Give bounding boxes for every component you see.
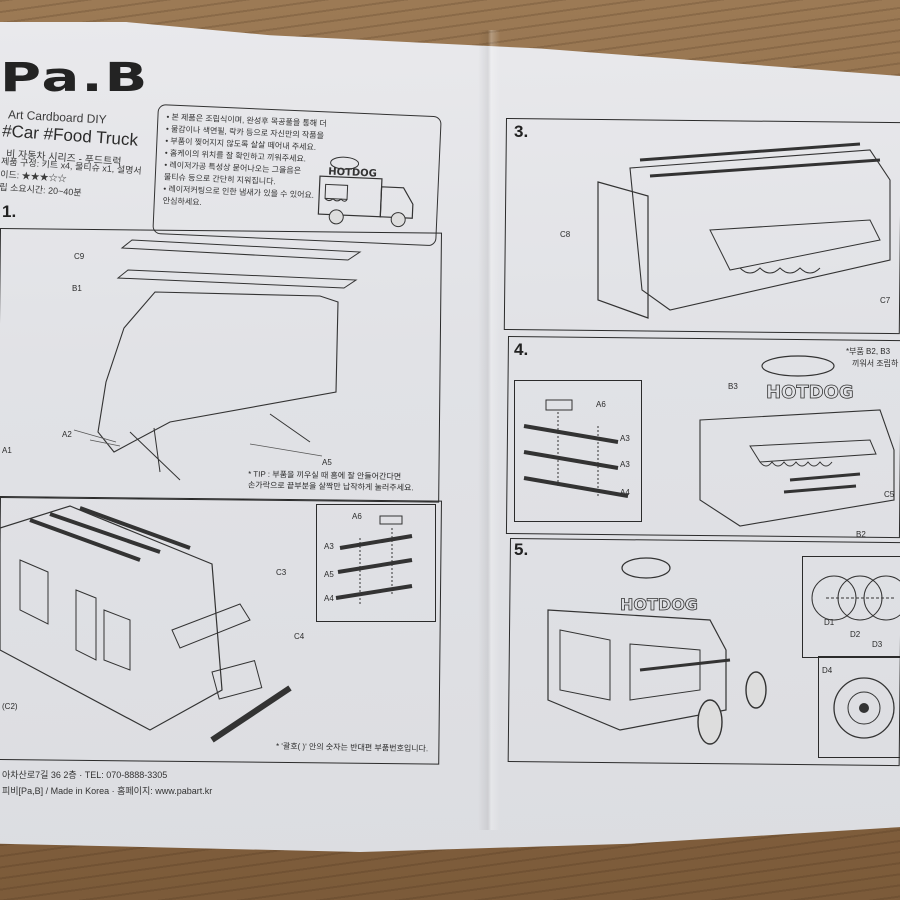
footer-made-in: 피비[Pa,B] / Made in Korea · 홈페이지: www.pab… [2, 786, 213, 796]
part-label: C3 [276, 568, 287, 577]
step1-number: 1. [2, 202, 17, 221]
part-label: D2 [850, 630, 861, 639]
step1-tip: * TIP : 부품을 끼우실 때 홈에 잘 안들어간다면 손가락으로 끝부분을… [248, 469, 414, 494]
part-label: A5 [322, 458, 332, 467]
wheel-parts-diagram [811, 575, 900, 621]
notes-box: • 본 제품은 조립식이며, 완성후 목공풀을 통해 더욱 단단하게 고정하실 … [152, 104, 442, 247]
step2-truck-diagram [0, 505, 292, 743]
part-label: B1 [72, 284, 82, 293]
notes-list: • 본 제품은 조립식이며, 완성후 목공풀을 통해 더욱 단단하게 고정하실 … [162, 111, 327, 214]
paper-fold-crease [478, 30, 500, 830]
step4-shelf-inset [514, 380, 642, 522]
footer-address: 아차산로7길 36 2층 · TEL: 070-8888-3305 [2, 770, 168, 780]
step4-sign-text: HOTDOG [766, 382, 854, 403]
part-label: A4 [324, 594, 334, 603]
part-label: A6 [352, 512, 362, 521]
part-label: A5 [324, 570, 334, 579]
step5-wheel-inset-1 [802, 556, 900, 658]
step4-side-note: *부품 B2, B3 [846, 347, 891, 356]
step3-diagram [597, 142, 891, 319]
part-label: A3 [324, 542, 334, 551]
part-label: A1 [2, 446, 12, 455]
step1-diagram [73, 239, 362, 481]
step2-shelf-inset [316, 504, 436, 622]
step4-number: 4. [514, 340, 529, 359]
part-label: A3 [620, 434, 630, 443]
instruction-sheet [0, 22, 900, 852]
part-label: (C2) [2, 702, 18, 711]
part-label: D3 [872, 640, 883, 649]
step3-number: 3. [514, 122, 529, 141]
shelf-unit-diagram [335, 515, 413, 604]
step4-shelf-diagram [523, 399, 629, 498]
part-label: B3 [728, 382, 738, 391]
truck-sign-text: HOTDOG [328, 166, 377, 179]
part-label: D1 [824, 618, 835, 627]
step5-wheel-inset-2 [818, 656, 900, 758]
step4-truck-diagram: HOTDOG [699, 355, 895, 527]
part-label: A6 [596, 400, 606, 409]
food-truck-illustration: HOTDOG [317, 156, 414, 228]
step5-sign-text: HOTDOG [620, 595, 698, 614]
part-label: A3 [620, 460, 630, 469]
part-label: B2 [856, 530, 866, 539]
wheel-assembled-diagram [833, 677, 895, 739]
part-label: C8 [560, 230, 571, 239]
part-label: A2 [62, 430, 72, 439]
part-label: C5 [884, 490, 895, 499]
step4-side-note: 끼워서 조립하 [852, 359, 899, 368]
part-label: C4 [294, 632, 305, 641]
brand-logo: Pa.B [0, 54, 150, 102]
part-label: C7 [880, 296, 891, 305]
part-label: C9 [74, 252, 85, 261]
part-label: A4 [620, 488, 630, 497]
step5-truck-diagram: HOTDOG [547, 557, 767, 745]
step5-number: 5. [514, 540, 529, 559]
part-label: D4 [822, 666, 833, 675]
